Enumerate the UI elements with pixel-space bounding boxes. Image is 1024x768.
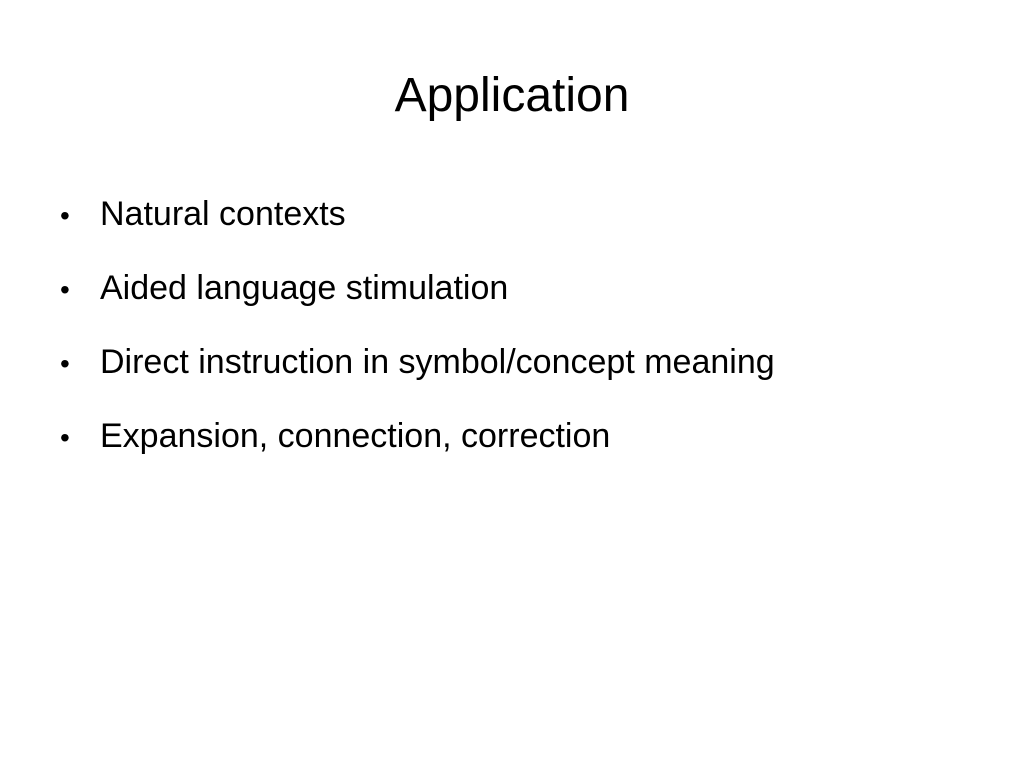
bullet-text: Direct instruction in symbol/concept mea… [100,343,775,381]
bullet-text: Aided language stimulation [100,269,509,307]
bullet-icon: • [60,200,70,231]
slide-title: Application [394,69,630,122]
bullet-icon: • [60,348,70,379]
bullet-icon: • [60,274,70,305]
bullet-item: • Expansion, connection, correction [60,408,1000,482]
bullet-item: • Aided language stimulation [60,260,1000,334]
bullet-item: • Natural contexts [60,186,1000,260]
bullet-text: Natural contexts [100,195,346,233]
bullet-text: Expansion, connection, correction [100,417,611,455]
bullet-item: • Direct instruction in symbol/concept m… [60,334,1000,408]
bullet-list: • Natural contexts • Aided language stim… [60,186,1000,482]
bullet-icon: • [60,422,70,453]
